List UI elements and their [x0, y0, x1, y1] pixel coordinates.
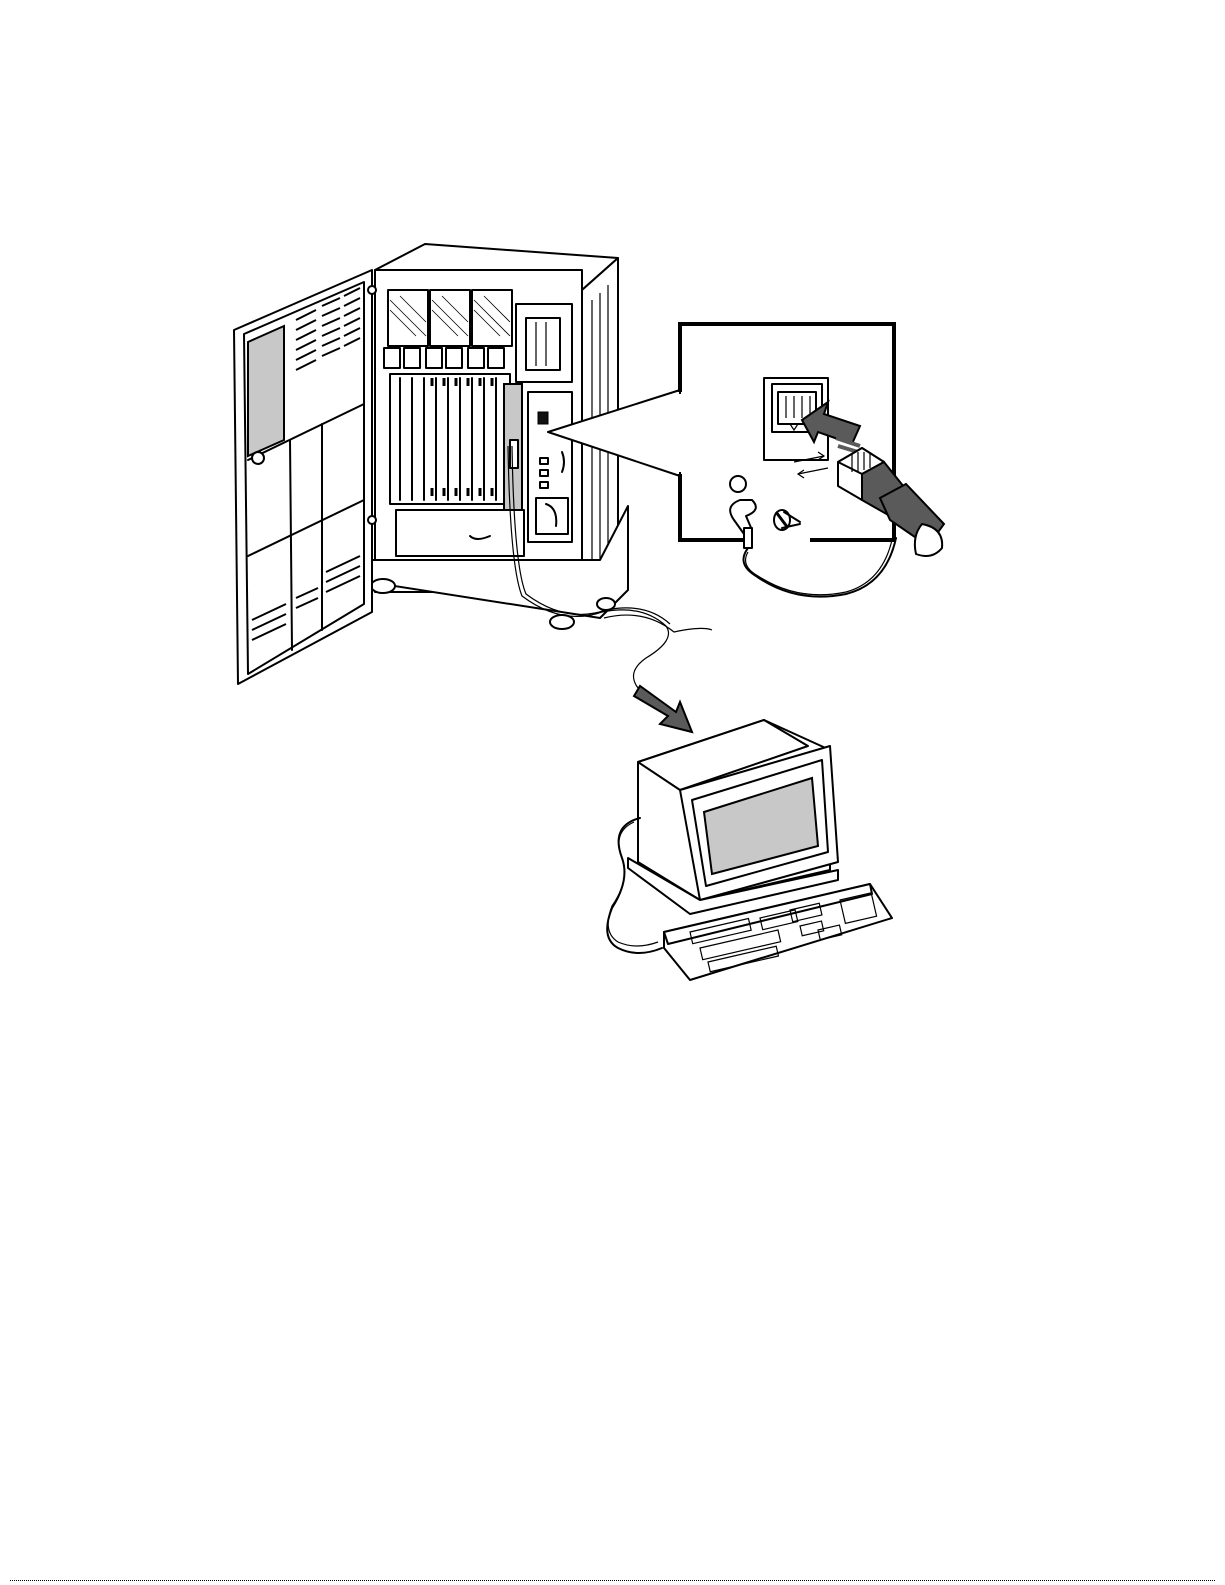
card-cage [384, 290, 572, 556]
caster-front-left [371, 579, 395, 593]
page-bottom-rule [10, 1580, 1215, 1581]
console-port [538, 412, 548, 424]
ground-wire [744, 538, 897, 597]
direction-arrow [634, 686, 692, 732]
caster-front-right [550, 615, 574, 629]
cabinet-door [234, 270, 376, 684]
power-modules [384, 290, 512, 368]
module-slots [390, 374, 510, 504]
caster-back-right [597, 598, 615, 610]
